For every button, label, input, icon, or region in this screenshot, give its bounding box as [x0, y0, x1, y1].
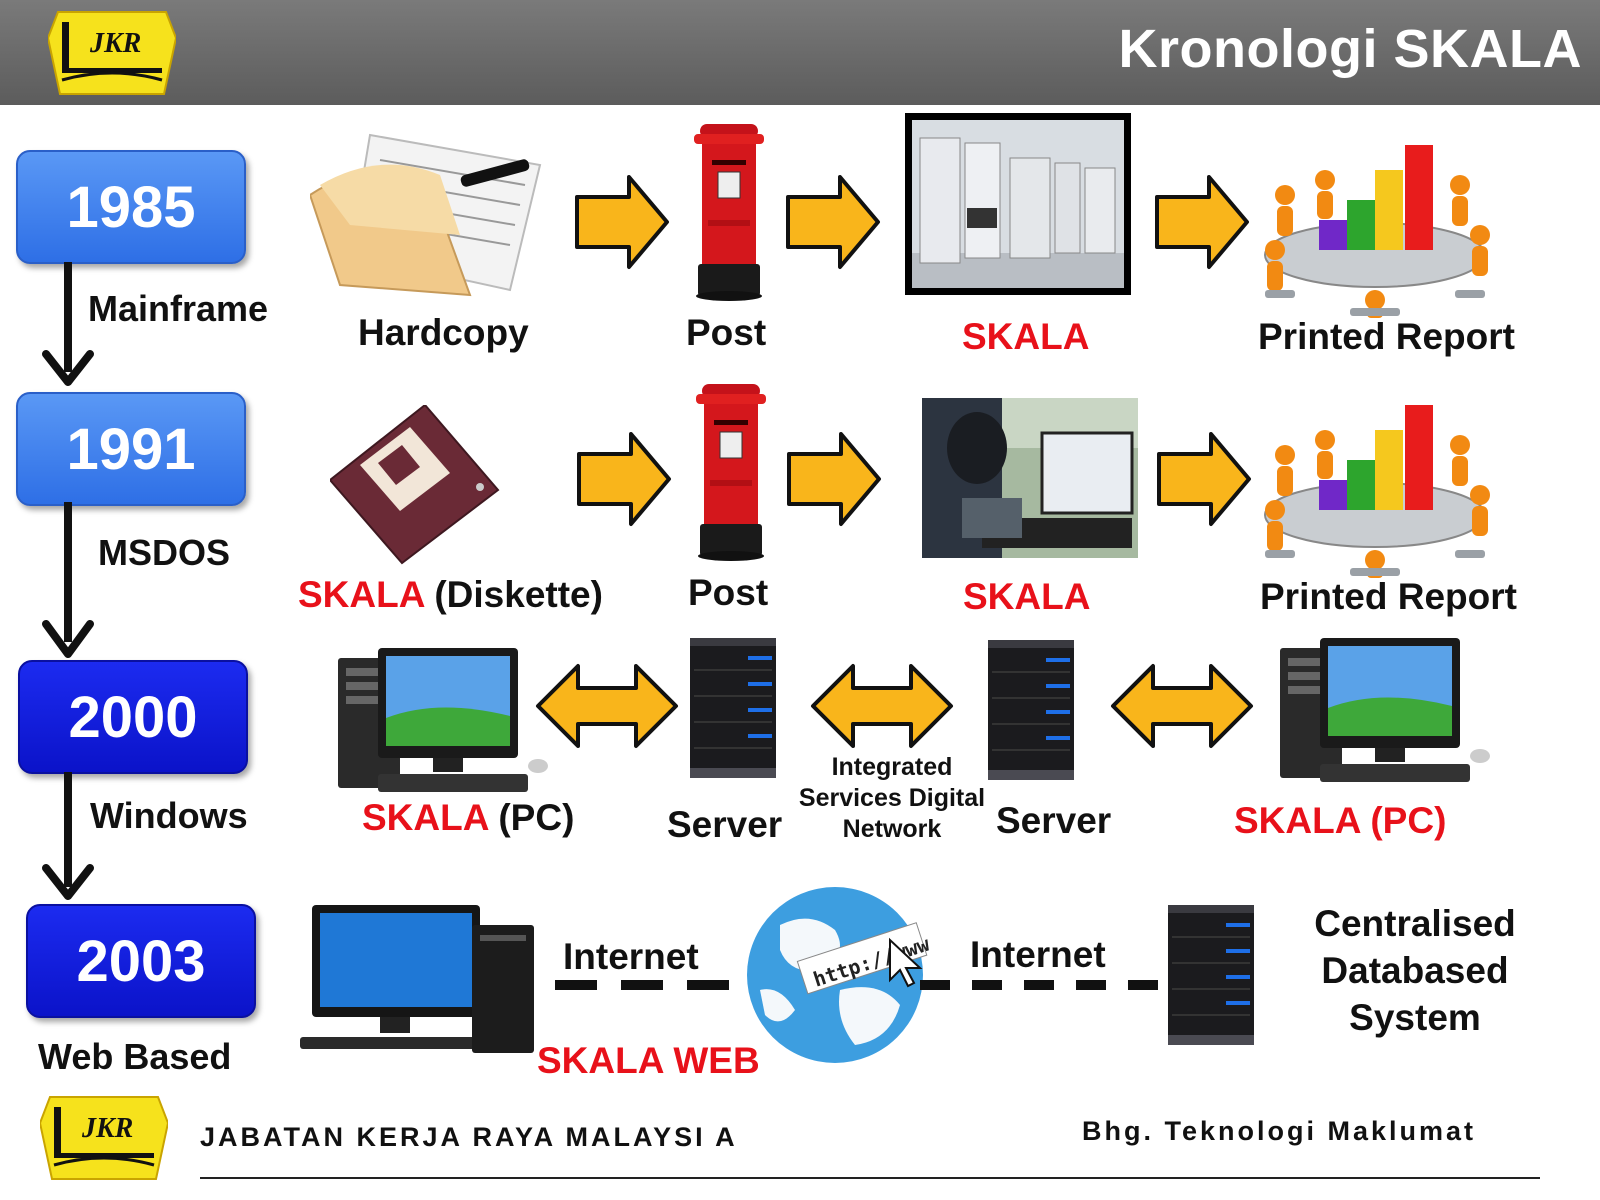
label-server-left: Server	[667, 804, 783, 845]
label-diskette: (Diskette)	[434, 574, 603, 615]
hardcopy-papers-image	[310, 133, 542, 297]
label-skala-pc-left: SKALA (PC)	[362, 797, 574, 839]
platform-msdos: MSDOS	[98, 532, 231, 573]
label-pc: (PC)	[498, 797, 575, 838]
dashed-line-left	[555, 980, 755, 990]
pc-image-left	[338, 648, 548, 792]
label-internet-right: Internet	[970, 934, 1106, 975]
label-skala-pc-red: SKALA	[362, 797, 489, 838]
platform-web-based: Web Based	[38, 1036, 232, 1077]
year-1985-box: 1985	[16, 150, 246, 264]
svg-text:JKR: JKR	[81, 1113, 133, 1144]
label-printed-report-2: Printed Report	[1260, 576, 1517, 617]
server-image-right	[988, 640, 1075, 781]
double-arrow-2	[811, 664, 953, 748]
server-image-left	[690, 638, 777, 779]
page-title: Kronologi SKALA	[1118, 19, 1582, 79]
arrow-right-2	[786, 175, 880, 269]
arrow-right-6	[1157, 432, 1251, 526]
arrow-right-3	[1155, 175, 1249, 269]
header-bar	[0, 0, 1600, 105]
footer-department: JABATAN KERJA RAYA MALAYSI A	[200, 1122, 738, 1152]
year-2000-box: 2000	[18, 660, 248, 774]
label-internet-left: Internet	[563, 936, 699, 977]
svg-text:JKR: JKR	[89, 28, 141, 59]
server-image-database	[1168, 905, 1255, 1046]
label-skala-diskette: SKALA (Diskette)	[298, 574, 603, 616]
label-hardcopy: Hardcopy	[358, 312, 529, 353]
postbox-image-1	[694, 123, 765, 302]
label-post-1: Post	[686, 312, 767, 353]
dashed-line-right	[920, 980, 1160, 990]
meeting-report-image-2	[1264, 404, 1491, 579]
platform-windows: Windows	[90, 795, 248, 836]
label-skala-diskette-red: SKALA	[298, 574, 425, 615]
jkr-logo: JKR	[48, 11, 176, 95]
jkr-logo-footer: JKR	[40, 1096, 168, 1180]
office-pc-user-image	[922, 398, 1138, 558]
globe-image: http://www	[747, 887, 933, 1063]
label-server-right: Server	[996, 800, 1112, 841]
diskette-image	[330, 405, 500, 565]
year-1991-box: 1991	[16, 392, 246, 506]
timeline-arrows	[42, 262, 94, 900]
arrow-right-1	[575, 175, 669, 269]
platform-mainframe: Mainframe	[88, 288, 269, 329]
footer-division: Bhg. Teknologi Maklumat	[1082, 1116, 1477, 1146]
label-centralised-database: Centralised Databased System	[1314, 903, 1516, 1038]
arrow-right-4	[577, 432, 671, 526]
label-skala-pc-right: SKALA (PC)	[1234, 800, 1447, 841]
pc-image-right	[1280, 638, 1490, 782]
label-skala-1: SKALA	[962, 316, 1090, 357]
label-skala-2: SKALA	[963, 576, 1091, 617]
postbox-image-2	[696, 383, 767, 562]
label-post-2: Post	[688, 572, 769, 613]
double-arrow-1	[536, 664, 678, 748]
year-2003-box: 2003	[26, 904, 256, 1018]
label-skala-web: SKALA WEB	[537, 1040, 760, 1081]
arrow-right-5	[787, 432, 881, 526]
label-printed-report-1: Printed Report	[1258, 316, 1515, 357]
mainframe-room-image	[905, 113, 1131, 295]
desktop-computer-image	[300, 905, 534, 1053]
footer-divider	[200, 1177, 1540, 1179]
meeting-report-image-1	[1264, 144, 1491, 319]
double-arrow-3	[1111, 664, 1253, 748]
label-isdn: Integrated Services Digital Network	[798, 753, 986, 843]
